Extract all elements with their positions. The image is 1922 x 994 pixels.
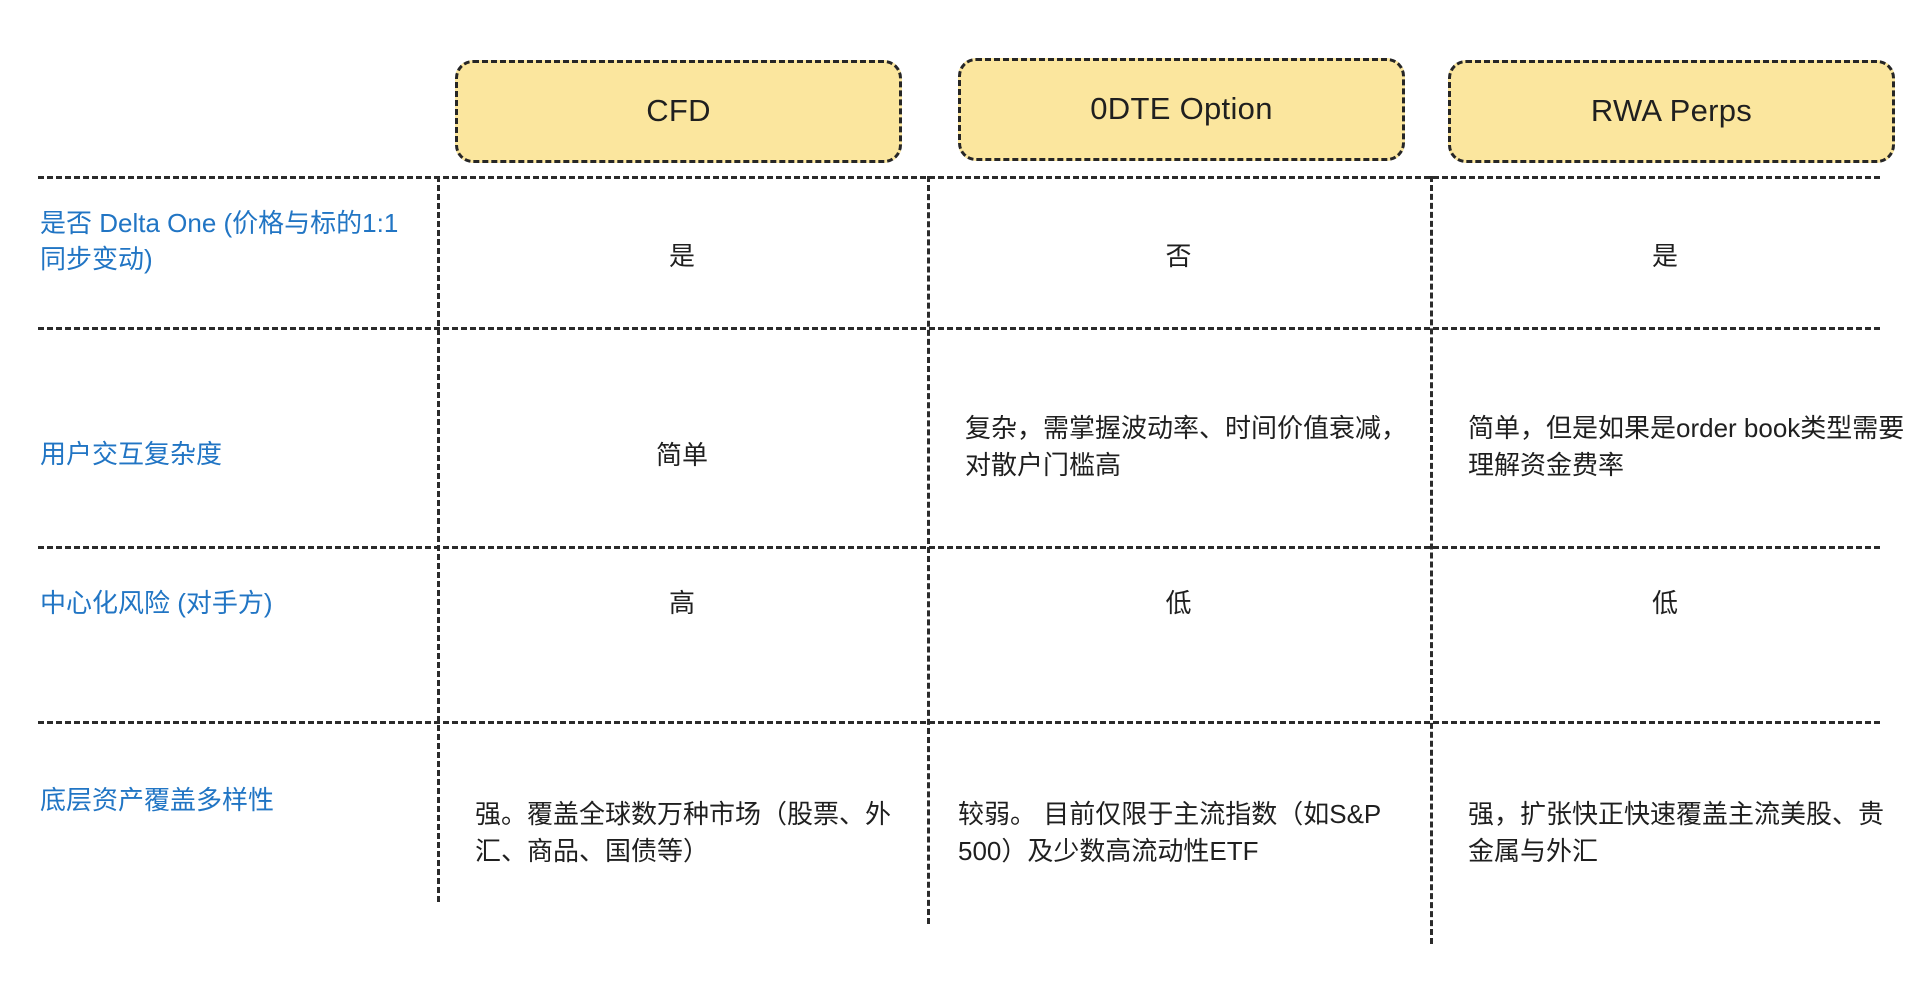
column-header-odte-option[interactable]: 0DTE Option [958, 58, 1405, 161]
row-label-asset-coverage: 底层资产覆盖多样性 [40, 785, 275, 815]
table-cell: 高 [668, 588, 695, 618]
column-header-label: RWA Perps [1590, 93, 1753, 129]
grid-line-horizontal [38, 721, 1880, 724]
table-cell: 强。覆盖全球数万种市场（股票、外汇、商品、国债等） [475, 799, 892, 866]
column-header-label: 0DTE Option [1090, 91, 1273, 127]
table-cell: 低 [1651, 588, 1678, 618]
grid-line-vertical [1430, 176, 1433, 944]
column-header-rwa-perps[interactable]: RWA Perps [1448, 60, 1895, 163]
grid-line-vertical [437, 176, 440, 902]
row-label-delta-one: 是否 Delta One (价格与标的1:1同步变动) [40, 208, 399, 274]
table-cell: 低 [1165, 588, 1192, 618]
grid-line-horizontal [38, 176, 1880, 179]
table-cell: 较弱。 目前仅限于主流指数（如S&P 500）及少数高流动性ETF [958, 799, 1381, 866]
table-cell: 是 [1651, 241, 1678, 271]
table-cell: 否 [1165, 241, 1192, 271]
column-header-cfd[interactable]: CFD [455, 60, 902, 163]
table-cell: 是 [668, 241, 695, 271]
table-cell: 强，扩张快正快速覆盖主流美股、贵金属与外汇 [1468, 799, 1885, 866]
row-label-centralization-risk: 中心化风险 (对手方) [40, 588, 273, 618]
grid-line-horizontal [38, 327, 1880, 330]
grid-line-vertical [927, 176, 930, 924]
table-cell: 简单，但是如果是order book类型需要理解资金费率 [1468, 413, 1905, 480]
row-label-ux-complexity: 用户交互复杂度 [40, 439, 223, 469]
column-header-label: CFD [646, 93, 711, 129]
grid-line-horizontal [38, 546, 1880, 549]
table-cell: 简单 [655, 440, 708, 470]
table-cell: 复杂，需掌握波动率、时间价值衰减，对散户门槛高 [965, 413, 1408, 480]
